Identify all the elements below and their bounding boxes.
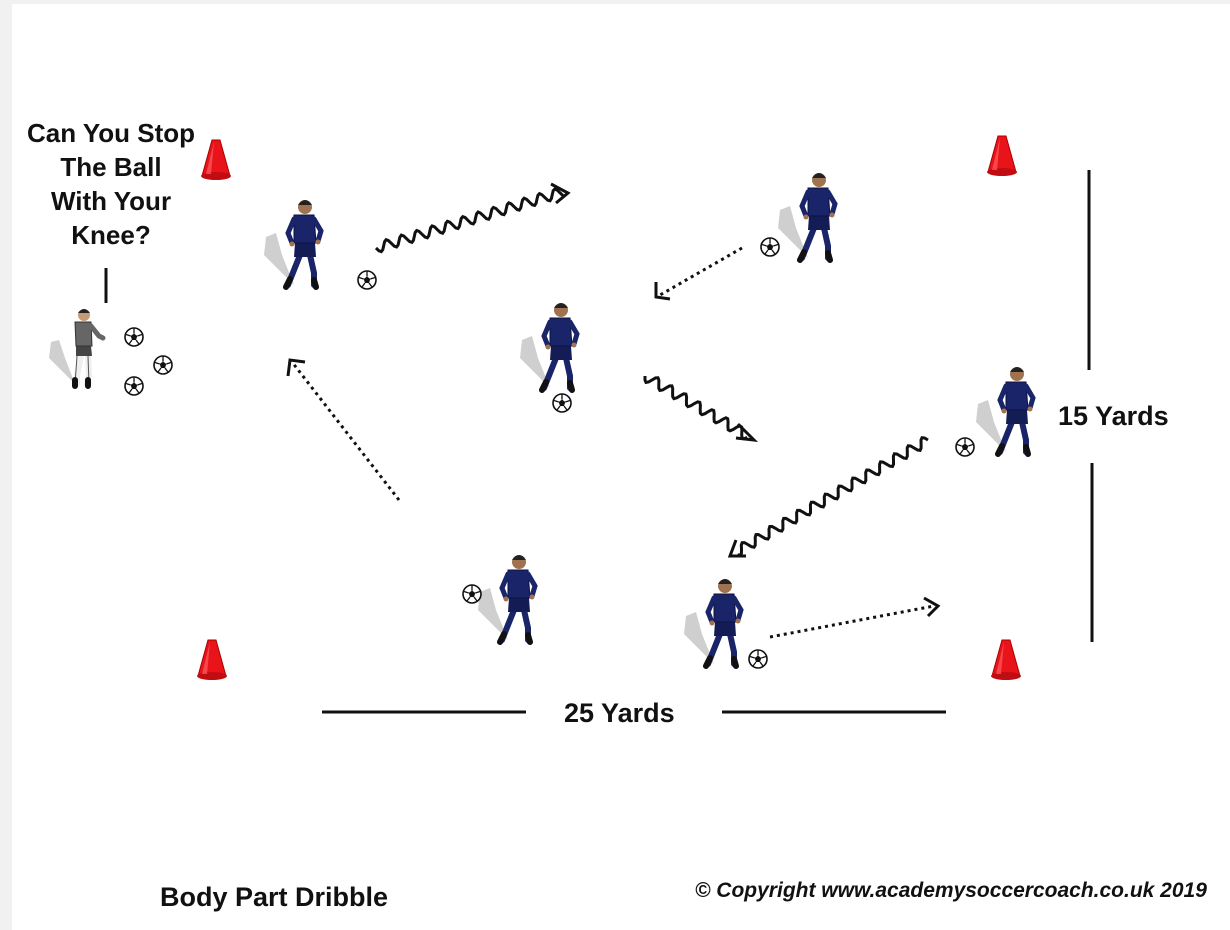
question-callout: Can You Stop The Ball With Your Knee? [0,116,222,252]
player [976,367,1033,454]
ball [748,649,768,669]
cone [986,135,1018,177]
ball [552,393,572,413]
player [478,555,535,642]
dribble-arrow [727,436,929,558]
ball [357,270,377,290]
ball [955,437,975,457]
player [264,200,321,287]
question-line: The Ball [60,152,162,182]
ball [760,237,780,257]
drill-title: Body Part Dribble [160,882,389,912]
ball [153,355,173,375]
pass-arrow [769,596,941,639]
pass-arrow [286,358,401,501]
pass-arrow [654,246,743,301]
question-line: Can You Stop [26,118,196,148]
dribble-arrow [374,182,571,254]
cone [990,639,1022,681]
length-label: 25 Yards [564,698,675,728]
player [684,579,741,666]
player [520,303,577,390]
width-label: 15 Yards [1058,401,1169,431]
ball [462,584,482,604]
question-line: With Your [50,186,172,216]
question-line: Knee? [71,220,151,250]
ball [124,327,144,347]
dribble-arrow [643,376,759,442]
cone [196,639,228,681]
copyright-notice: © Copyright www.academysoccercoach.co.uk… [695,879,1207,902]
coach [49,309,103,386]
player [778,173,835,260]
ball [124,376,144,396]
